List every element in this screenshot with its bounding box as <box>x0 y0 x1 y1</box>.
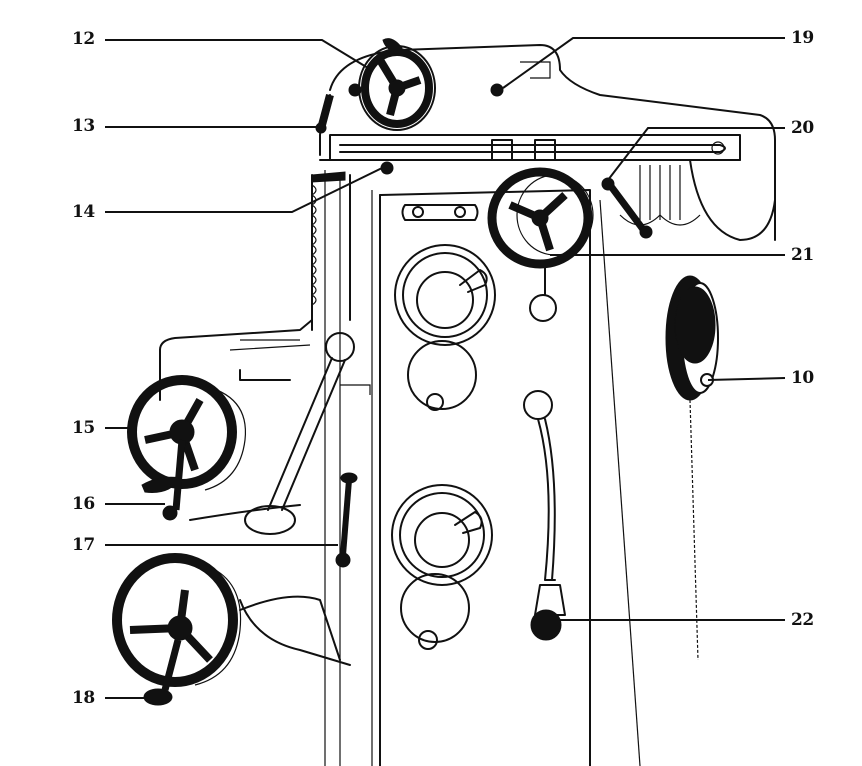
leader-lines <box>105 37 786 699</box>
callout-12: 12 <box>72 29 95 49</box>
callout-19: 19 <box>791 28 814 48</box>
callout-18: 18 <box>72 688 95 708</box>
handwheel-12 <box>348 38 436 131</box>
speed-dial-upper <box>394 204 496 411</box>
overarm <box>319 44 776 241</box>
callout-20: 20 <box>791 118 814 138</box>
knob-14 <box>380 161 394 175</box>
handwheel-10 <box>665 275 719 401</box>
lever-13 <box>315 93 334 134</box>
knee <box>159 319 351 666</box>
lever-17 <box>335 472 358 568</box>
callout-21: 21 <box>791 245 814 265</box>
brackets <box>491 139 556 161</box>
callout-14: 14 <box>72 202 95 222</box>
lever-20 <box>601 177 653 239</box>
lever-22 <box>523 390 566 641</box>
speed-dial-lower <box>391 484 493 650</box>
knob-19 <box>490 83 504 97</box>
handwheel-21 <box>487 167 594 322</box>
bellows <box>310 171 351 321</box>
column-body <box>324 170 699 766</box>
callout-13: 13 <box>72 116 95 136</box>
handwheel-15 <box>127 375 247 521</box>
callout-16: 16 <box>72 494 95 514</box>
callout-17: 17 <box>72 535 95 555</box>
callout-22: 22 <box>791 610 814 630</box>
callout-15: 15 <box>72 418 95 438</box>
callout-10: 10 <box>791 368 814 388</box>
handwheel-18 <box>112 553 242 706</box>
knee-lever <box>244 332 371 535</box>
